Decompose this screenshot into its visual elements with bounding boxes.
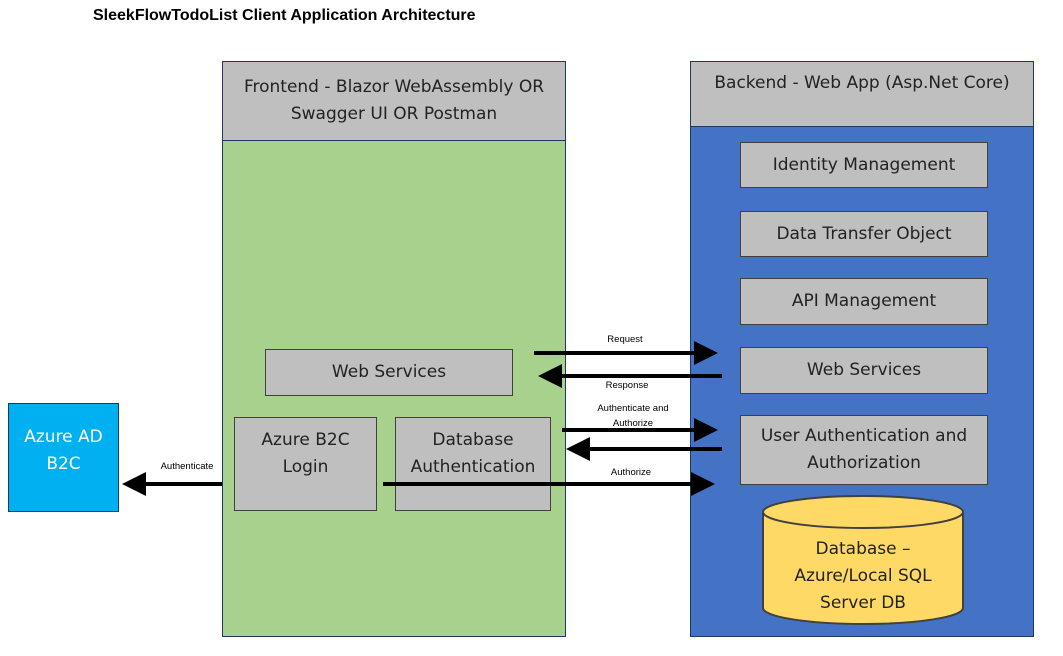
database-line1: Database – bbox=[815, 539, 911, 559]
request-label: Request bbox=[607, 334, 643, 345]
azure-b2c-login-line1: Azure B2C bbox=[261, 430, 350, 450]
database-cylinder bbox=[762, 495, 964, 625]
authenticate-authorize-label: Authenticate and Authorize bbox=[578, 401, 688, 431]
database-line2: Azure/Local SQL bbox=[794, 566, 932, 586]
frontend-header-line1: Frontend - Blazor WebAssembly OR bbox=[243, 77, 545, 97]
database-authentication: Database Authentication bbox=[395, 417, 551, 511]
authorize-label: Authorize bbox=[610, 467, 652, 478]
database-authentication-line1: Database bbox=[432, 430, 514, 450]
backend-header-text: Backend - Web App (Asp.Net Core) bbox=[714, 73, 1010, 93]
azure-b2c-login: Azure B2C Login bbox=[234, 417, 377, 511]
backend-web-services-label: Web Services bbox=[806, 360, 922, 380]
identity-management-label: Identity Management bbox=[772, 154, 956, 175]
frontend-web-services: Web Services bbox=[265, 349, 513, 396]
database-line3: Server DB bbox=[820, 593, 906, 613]
user-auth-line2: Authorization bbox=[807, 453, 921, 473]
response-label: Response bbox=[605, 380, 649, 391]
identity-management: Identity Management bbox=[740, 142, 988, 188]
diagram-title: SleekFlowTodoList Client Application Arc… bbox=[93, 7, 476, 24]
azure-ad-line1: Azure AD bbox=[24, 427, 103, 447]
database-authentication-line2: Authentication bbox=[410, 457, 536, 477]
backend-header: Backend - Web App (Asp.Net Core) bbox=[691, 62, 1033, 127]
backend-web-services: Web Services bbox=[740, 347, 988, 394]
authenticate-authorize-label-line2: Authorize bbox=[612, 418, 654, 429]
azure-b2c-login-line2: Login bbox=[282, 457, 329, 477]
frontend-header: Frontend - Blazor WebAssembly OR Swagger… bbox=[223, 62, 565, 141]
data-transfer-object-label: Data Transfer Object bbox=[776, 223, 952, 244]
azure-ad-b2c: Azure AD B2C bbox=[8, 403, 119, 512]
azure-ad-line2: B2C bbox=[46, 454, 81, 474]
api-management-label: API Management bbox=[791, 291, 937, 311]
user-authentication-authorization: User Authentication and Authorization bbox=[740, 415, 988, 485]
authenticate-label: Authenticate bbox=[160, 461, 214, 472]
api-management: API Management bbox=[740, 278, 988, 325]
data-transfer-object: Data Transfer Object bbox=[740, 211, 988, 257]
database-label: Database – Azure/Local SQL Server DB bbox=[763, 536, 963, 617]
frontend-web-services-label: Web Services bbox=[331, 362, 447, 382]
frontend-header-line2: Swagger UI OR Postman bbox=[290, 104, 498, 124]
user-auth-line1: User Authentication and bbox=[760, 426, 968, 446]
authenticate-authorize-label-line1: Authenticate and bbox=[597, 403, 669, 414]
